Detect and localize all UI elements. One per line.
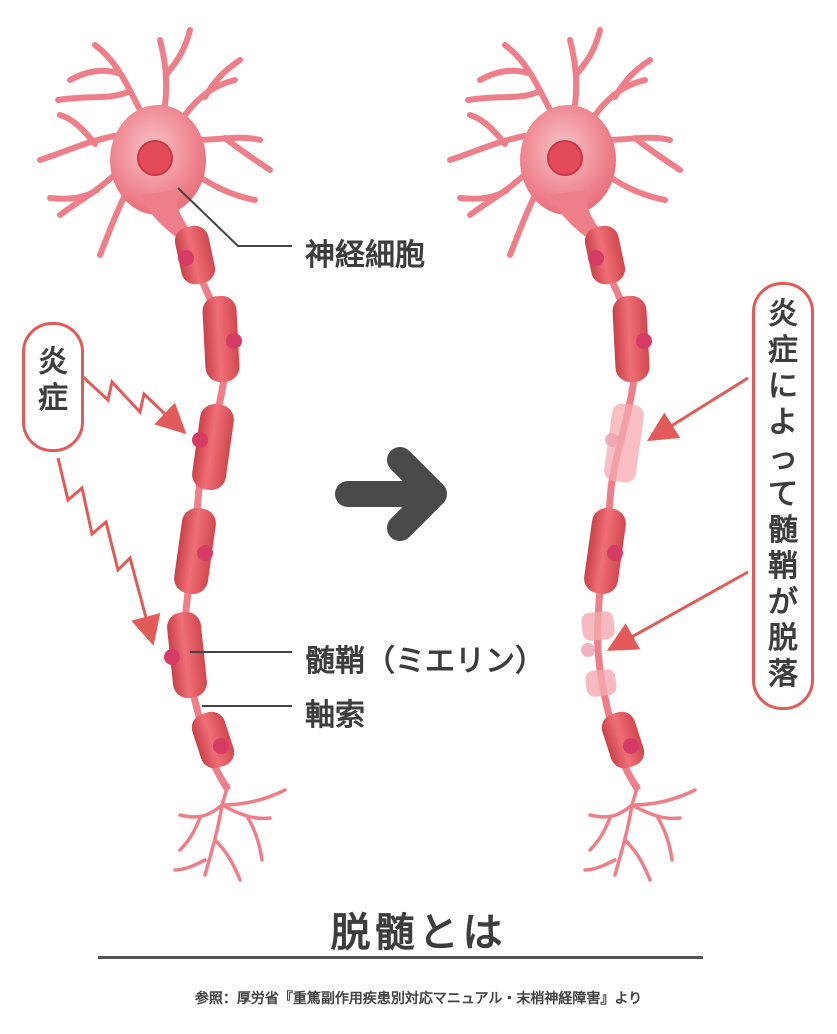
title-underline — [98, 956, 703, 959]
callout-char: 炎 — [768, 297, 798, 332]
callout-inflammation: 炎症 — [22, 322, 84, 452]
label-myelin: 髄鞘（ミエリン） — [305, 644, 545, 679]
callout-inflammation-text: 炎症 — [25, 345, 81, 417]
schwann-nuclei-right — [581, 250, 652, 754]
nucleus-left — [137, 140, 173, 176]
degraded-myelin-1 — [604, 403, 644, 483]
diagram-title: 脱髄とは — [330, 910, 507, 956]
reference-note: 参照：厚労省『重篤副作用疾患別対応マニュアル・末梢神経障害』より — [194, 991, 643, 1007]
label-axon: 軸索 — [305, 698, 365, 733]
myelin-segments-left — [167, 225, 240, 769]
callout-right-chars: 炎症によって髄鞘が脱落 — [755, 297, 811, 693]
label-cell-body: 神経細胞 — [305, 238, 425, 273]
callout-char: が — [768, 585, 798, 620]
callout-char: 症 — [768, 333, 798, 368]
callout-demyelination: 炎症によって髄鞘が脱落 — [752, 282, 814, 710]
callout-char: 炎 — [38, 345, 68, 380]
leader-lines — [177, 187, 292, 707]
degraded-myelin-2 — [581, 611, 615, 641]
axon-terminal-left — [173, 783, 287, 882]
callout-char: に — [768, 369, 798, 404]
inflammation-arrows-right — [606, 376, 749, 651]
callout-char: 髄 — [768, 513, 798, 548]
callout-char: 脱 — [768, 621, 798, 656]
callout-demyelination-text: 炎症によって髄鞘が脱落 — [755, 297, 811, 693]
inflammation-arrows-left — [56, 374, 187, 646]
degraded-myelin-3 — [585, 669, 617, 697]
callout-left-chars: 炎症 — [25, 345, 81, 417]
callout-char: 症 — [38, 381, 68, 416]
transition-arrow — [335, 447, 447, 541]
callout-char: 落 — [768, 657, 798, 692]
axon-terminal-right — [583, 783, 697, 882]
callout-char: よ — [768, 405, 798, 440]
myelin-segments-right — [581, 225, 650, 769]
schwann-nuclei-left — [164, 250, 242, 754]
demyelinated-neuron — [447, 27, 697, 882]
leader-cell-body — [177, 187, 292, 247]
callout-char: て — [768, 477, 798, 512]
nucleus-right — [547, 140, 583, 176]
callout-char: っ — [768, 441, 798, 476]
healthy-neuron — [37, 27, 287, 882]
callout-char: 鞘 — [768, 549, 798, 584]
